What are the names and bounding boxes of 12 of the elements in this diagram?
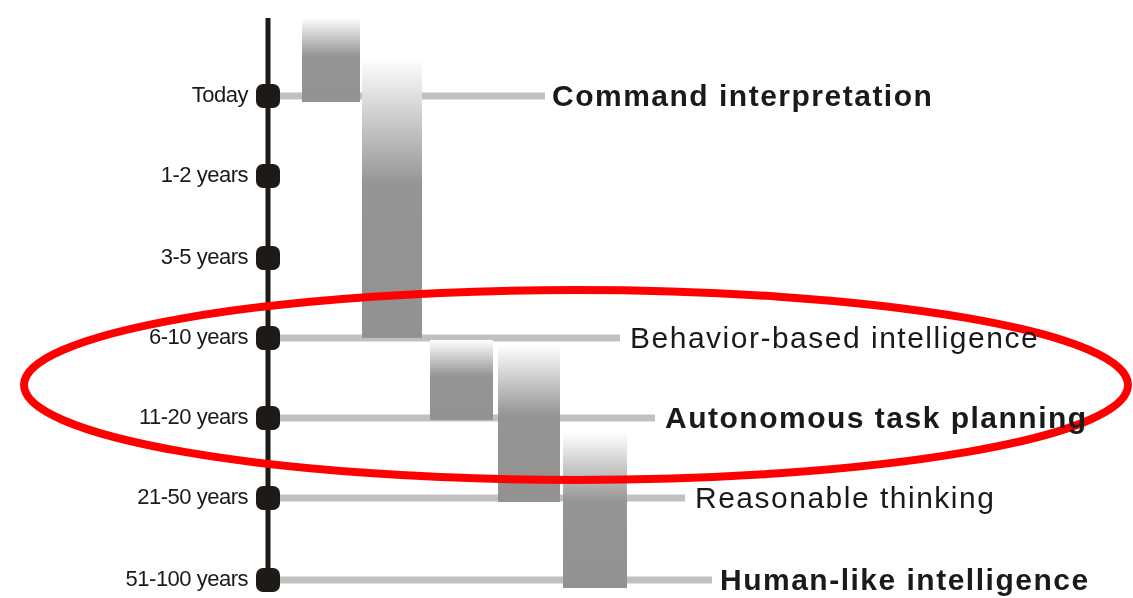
time-label: Today — [191, 84, 248, 106]
time-label: 3-5 years — [160, 246, 248, 268]
capability-label: Behavior-based intelligence — [630, 323, 1040, 353]
time-label: 1-2 years — [160, 164, 248, 186]
capability-label: Autonomous task planning — [665, 403, 1088, 433]
capability-label: Command interpretation — [552, 81, 934, 111]
time-label: 11-20 years — [138, 406, 248, 428]
capability-label: Reasonable thinking — [695, 483, 996, 513]
capability-label: Human-like intelligence — [720, 565, 1090, 595]
time-label: 21-50 years — [137, 486, 248, 508]
time-label: 51-100 years — [125, 568, 248, 590]
time-label: 6-10 years — [149, 326, 248, 348]
